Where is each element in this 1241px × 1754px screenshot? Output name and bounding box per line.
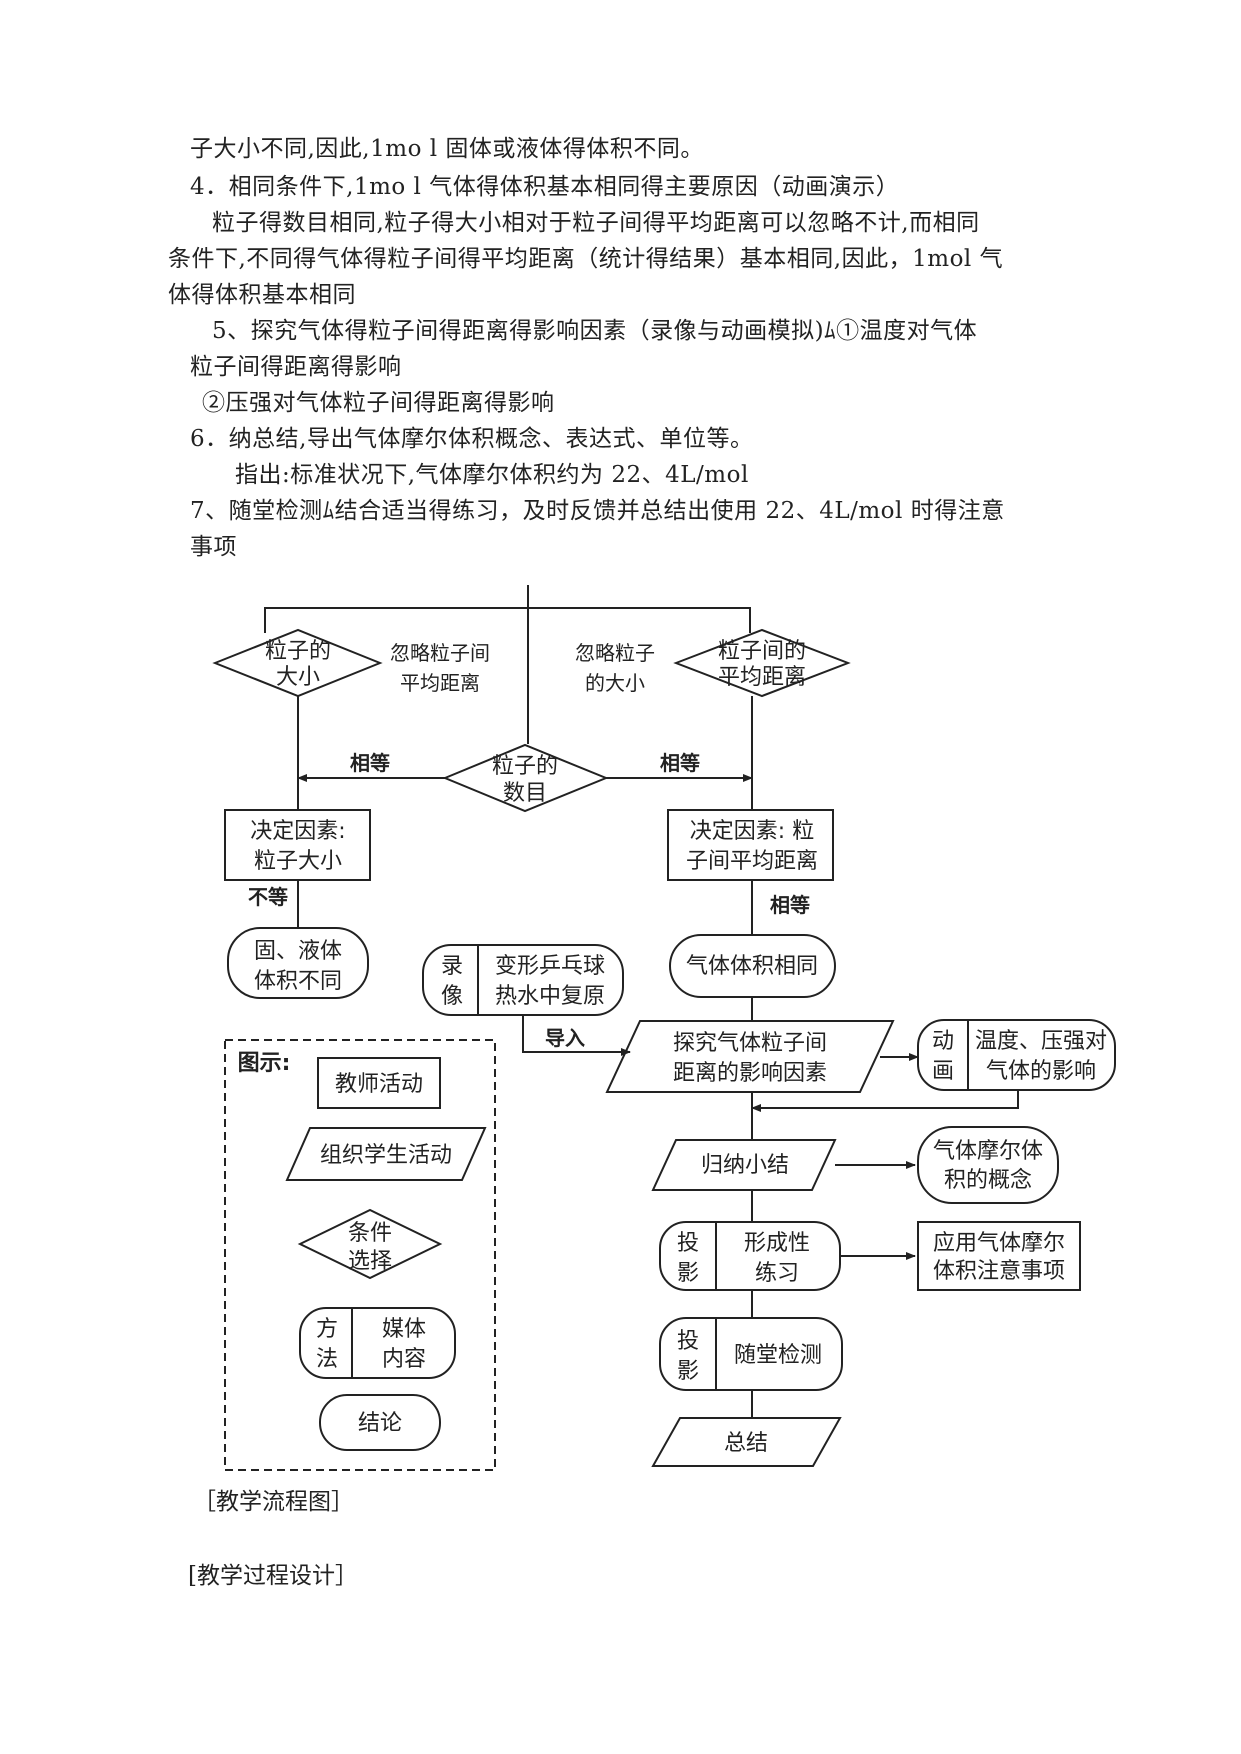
legend-method-text-1: 方 bbox=[316, 1317, 338, 1342]
text-line-11: 7、随堂检测ﾑ结合适当得练习，及时反馈并总结出使用 22、4L/mol 时得注意 bbox=[190, 498, 1005, 524]
diamond-size-text-1: 粒子的 bbox=[265, 639, 331, 664]
diamond-distance-text-1: 粒子间的 bbox=[718, 639, 806, 664]
apply-text-2: 体积注意事项 bbox=[933, 1259, 1065, 1284]
molar-text-2: 积的概念 bbox=[944, 1168, 1032, 1193]
video-content-2: 热水中复原 bbox=[495, 984, 605, 1009]
explore-text-1: 探究气体粒子间 bbox=[673, 1031, 827, 1056]
proj1-label-2: 影 bbox=[677, 1261, 699, 1286]
legend-condition-text-1: 条件 bbox=[348, 1221, 392, 1246]
anim-label-2: 画 bbox=[932, 1059, 954, 1084]
apply-text-1: 应用气体摩尔 bbox=[933, 1231, 1065, 1256]
text-line-7: 粒子间得距离得影响 bbox=[190, 354, 402, 380]
proj1-label-1: 投 bbox=[677, 1231, 699, 1256]
stadium-molar-concept bbox=[917, 1126, 1059, 1204]
text-line-1: 子大小不同,因此,1mo l 固体或液体得体积不同。 bbox=[190, 136, 704, 162]
text-line-10: 指出:标准状况下,气体摩尔体积约为 22、4L/mol bbox=[235, 462, 749, 488]
process-design-caption: [教学过程设计］ bbox=[188, 1563, 358, 1589]
parallelogram-summarize bbox=[651, 1139, 837, 1191]
legend-box bbox=[224, 1039, 496, 1471]
legend-student-parallelogram bbox=[285, 1127, 487, 1181]
text-line-9: 6．纳总结,导出气体摩尔体积概念、表达式、单位等。 bbox=[190, 426, 754, 452]
ignore-left-text-2: 平均距离 bbox=[400, 671, 480, 695]
legend-condition-diamond bbox=[297, 1208, 443, 1280]
arrow-import bbox=[522, 1015, 631, 1056]
factor-right-text-2: 子间平均距离 bbox=[686, 849, 818, 874]
text-line-8: ②压强对气体粒子间得距离得影响 bbox=[202, 390, 555, 416]
ignore-right-text-1: 忽略粒子 bbox=[575, 641, 655, 665]
flowchart-caption: ［教学流程图］ bbox=[193, 1489, 354, 1515]
explore-text-2: 距离的影响因素 bbox=[673, 1061, 827, 1086]
molar-text-1: 气体摩尔体 bbox=[933, 1139, 1043, 1164]
text-line-2: 4．相同条件下,1mo l 气体得体积基本相同得主要原因（动画演示） bbox=[190, 174, 900, 200]
practice-text-2: 练习 bbox=[755, 1261, 799, 1286]
anim-content-1: 温度、压强对 bbox=[975, 1029, 1107, 1054]
text-line-4: 条件下,不同得气体得粒子间得平均距离（统计得结果）基本相同,因此，1mol 气 bbox=[168, 246, 1004, 272]
anim-content-2: 气体的影响 bbox=[986, 1059, 1096, 1084]
box-factor-right bbox=[667, 809, 834, 881]
summarize-text: 归纳小结 bbox=[701, 1153, 789, 1178]
parallelogram-total bbox=[651, 1417, 842, 1467]
diamond-count-text-1: 粒子的 bbox=[492, 754, 558, 779]
diamond-count-text-2: 数目 bbox=[503, 781, 547, 806]
ignore-right-text-2: 的大小 bbox=[585, 671, 645, 695]
diamond-distance-text-2: 平均距离 bbox=[718, 665, 806, 690]
box-animation bbox=[917, 1019, 1116, 1091]
arrow-anim-feedback bbox=[751, 1090, 1019, 1112]
video-label-1: 录 bbox=[441, 954, 463, 979]
equal-left-label: 相等 bbox=[350, 751, 390, 775]
legend-media-text-1: 媒体 bbox=[382, 1317, 426, 1342]
legend-student-text: 组织学生活动 bbox=[320, 1143, 452, 1168]
diamond-size-text-2: 大小 bbox=[276, 665, 320, 690]
import-label: 导入 bbox=[545, 1026, 585, 1050]
parallelogram-explore bbox=[605, 1020, 895, 1093]
legend-conclusion-stadium bbox=[319, 1394, 441, 1451]
legend-title: 图示: bbox=[238, 1051, 291, 1076]
factor-left-text-2: 粒子大小 bbox=[254, 849, 342, 874]
legend-media-text-2: 内容 bbox=[382, 1347, 426, 1372]
equal-mid-label: 相等 bbox=[770, 893, 810, 917]
proj2-label-1: 投 bbox=[677, 1329, 699, 1354]
legend-condition-text-2: 选择 bbox=[348, 1249, 392, 1274]
video-content-1: 变形乒乓球 bbox=[495, 954, 605, 979]
solid-liquid-text-1: 固、液体 bbox=[254, 939, 342, 964]
diamond-particle-size bbox=[212, 628, 383, 698]
proj2-label-2: 影 bbox=[677, 1359, 699, 1384]
equal-right-label: 相等 bbox=[660, 751, 700, 775]
test-text: 随堂检测 bbox=[734, 1343, 822, 1368]
text-line-5: 体得体积基本相同 bbox=[168, 282, 356, 308]
gas-same-text: 气体体积相同 bbox=[686, 954, 818, 979]
top-bracket-line bbox=[264, 607, 751, 633]
diamond-particle-distance bbox=[673, 628, 851, 698]
practice-text-1: 形成性 bbox=[744, 1231, 810, 1256]
factor-left-text-1: 决定因素: bbox=[250, 819, 345, 844]
not-equal-label: 不等 bbox=[248, 885, 288, 909]
video-label-2: 像 bbox=[441, 984, 463, 1009]
legend-teacher-box bbox=[317, 1057, 441, 1109]
legend-method-text-2: 法 bbox=[316, 1347, 338, 1372]
anim-label-1: 动 bbox=[932, 1029, 954, 1054]
solid-liquid-text-2: 体积不同 bbox=[254, 969, 342, 994]
text-line-12: 事项 bbox=[190, 534, 237, 560]
factor-right-text-1: 决定因素: 粒 bbox=[690, 819, 814, 844]
ignore-left-text-1: 忽略粒子间 bbox=[390, 641, 490, 665]
legend-conclusion-text: 结论 bbox=[358, 1411, 402, 1436]
stadium-solid-liquid bbox=[227, 927, 369, 999]
text-line-6: 5、探究气体得粒子间得距离得影响因素（录像与动画模拟)ﾑ①温度对气体 bbox=[212, 318, 978, 344]
text-line-3: 粒子得数目相同,粒子得大小相对于粒子间得平均距离可以忽略不计,而相同 bbox=[212, 210, 980, 236]
box-apply bbox=[917, 1221, 1081, 1291]
legend-method-box bbox=[299, 1307, 456, 1379]
total-text: 总结 bbox=[724, 1431, 768, 1456]
legend-teacher-text: 教师活动 bbox=[335, 1072, 423, 1097]
